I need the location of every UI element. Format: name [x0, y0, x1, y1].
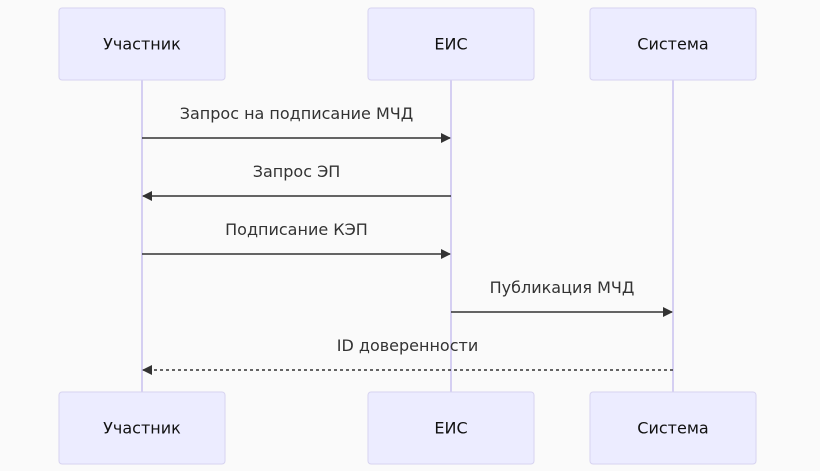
- actor-label: Участник: [103, 419, 181, 438]
- actor-system-top: Система: [589, 7, 757, 81]
- actor-box: [58, 391, 226, 465]
- actor-label: Система: [637, 419, 708, 438]
- actor-participant-top: Участник: [58, 7, 226, 81]
- message-label: ID доверенности: [337, 336, 478, 355]
- message-label: Подписание КЭП: [225, 220, 368, 239]
- message-3: Подписание КЭП: [142, 220, 451, 259]
- message-label: Запрос на подписание МЧД: [180, 104, 414, 123]
- actor-system-bottom: Система: [589, 391, 757, 465]
- message-4: Публикация МЧД: [451, 278, 673, 317]
- actor-participant-bottom: Участник: [58, 391, 226, 465]
- actor-eis-top: ЕИС: [367, 7, 535, 81]
- actor-eis-bottom: ЕИС: [367, 391, 535, 465]
- actor-label: ЕИС: [434, 35, 467, 54]
- actor-box: [589, 391, 757, 465]
- message-label: Запрос ЭП: [253, 162, 341, 181]
- actor-box: [367, 391, 535, 465]
- message-2: Запрос ЭП: [142, 162, 451, 201]
- message-label: Публикация МЧД: [490, 278, 635, 297]
- actor-box: [589, 7, 757, 81]
- actor-label: Система: [637, 35, 708, 54]
- actor-label: Участник: [103, 35, 181, 54]
- message-1: Запрос на подписание МЧД: [142, 104, 451, 143]
- actor-box: [58, 7, 226, 81]
- message-5: ID доверенности: [142, 336, 673, 375]
- actor-label: ЕИС: [434, 419, 467, 438]
- actor-box: [367, 7, 535, 81]
